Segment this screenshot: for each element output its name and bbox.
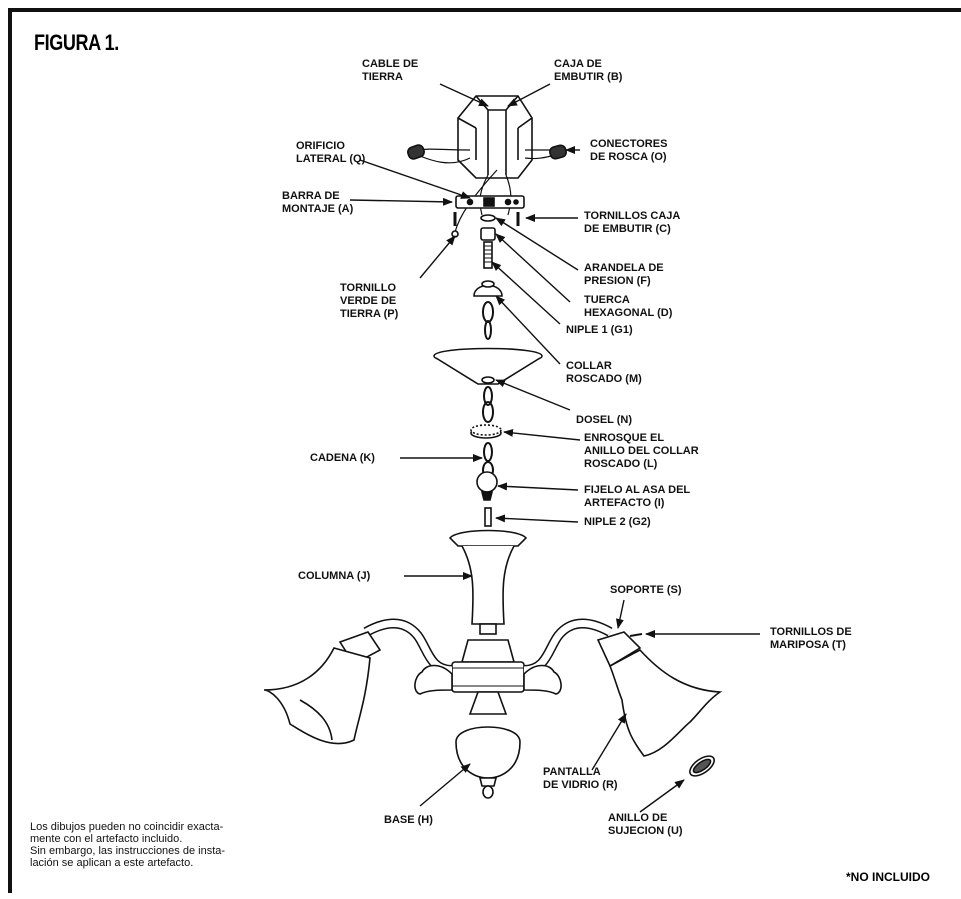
label-niple1: NIPLE 1 (G1) <box>566 324 633 336</box>
label-collar: COLLAR ROSCADO (M) <box>566 360 642 385</box>
label-enrosque: ENROSQUE EL ANILLO DEL COLLAR ROSCADO (L… <box>584 432 699 470</box>
label-cadena: CADENA (K) <box>310 452 375 464</box>
label-anillo-sujecion: ANILLO DE SUJECION (U) <box>608 812 683 837</box>
label-tornillos-caja: TORNILLOS CAJA DE EMBUTIR (C) <box>584 210 681 235</box>
label-caja-embutir: CAJA DE EMBUTIR (B) <box>554 58 623 83</box>
not-included-footnote: *NO INCLUIDO <box>846 870 930 884</box>
label-base: BASE (H) <box>384 814 433 826</box>
label-tuerca: TUERCA HEXAGONAL (D) <box>584 294 673 319</box>
label-cable-tierra: CABLE DE TIERRA <box>362 58 419 83</box>
frame-border <box>8 8 961 893</box>
junction-box <box>457 95 533 179</box>
label-arandela: ARANDELA DE PRESION (F) <box>584 262 664 287</box>
label-soporte: SOPORTE (S) <box>610 584 682 596</box>
mounting-bar <box>455 195 525 209</box>
label-dosel: DOSEL (N) <box>576 414 633 426</box>
shade-right <box>596 631 723 757</box>
wire-nuts <box>407 144 567 160</box>
label-niple2: NIPLE 2 (G2) <box>584 516 651 528</box>
leader-lines <box>349 83 760 813</box>
chain-lower <box>482 386 494 423</box>
label-tornillos-mariposa: TORNILLOS DE MARIPOSA (T) <box>770 626 852 651</box>
column <box>448 529 528 635</box>
body <box>363 618 613 799</box>
label-columna: COLUMNA (J) <box>298 570 371 582</box>
chain-upper <box>482 301 494 340</box>
shade-left <box>263 631 382 745</box>
label-fijelo: FIJELO AL ASA DEL ARTEFACTO (I) <box>584 484 691 509</box>
disclaimer-note: Los dibujos pueden no coincidir exacta- … <box>30 821 226 869</box>
figure-title: FIGURA 1. <box>34 30 119 55</box>
label-tornillo-verde: TORNILLO VERDE DE TIERRA (P) <box>340 282 399 320</box>
label-conectores: CONECTORES DE ROSCA (O) <box>590 138 668 163</box>
label-orificio-lateral: ORIFICIO LATERAL (Q) <box>296 140 366 165</box>
label-barra-montaje: BARRA DE MONTAJE (A) <box>282 190 354 215</box>
chandelier-illustration <box>263 95 723 799</box>
label-pantalla: PANTALLA DE VIDRIO (R) <box>543 766 618 791</box>
